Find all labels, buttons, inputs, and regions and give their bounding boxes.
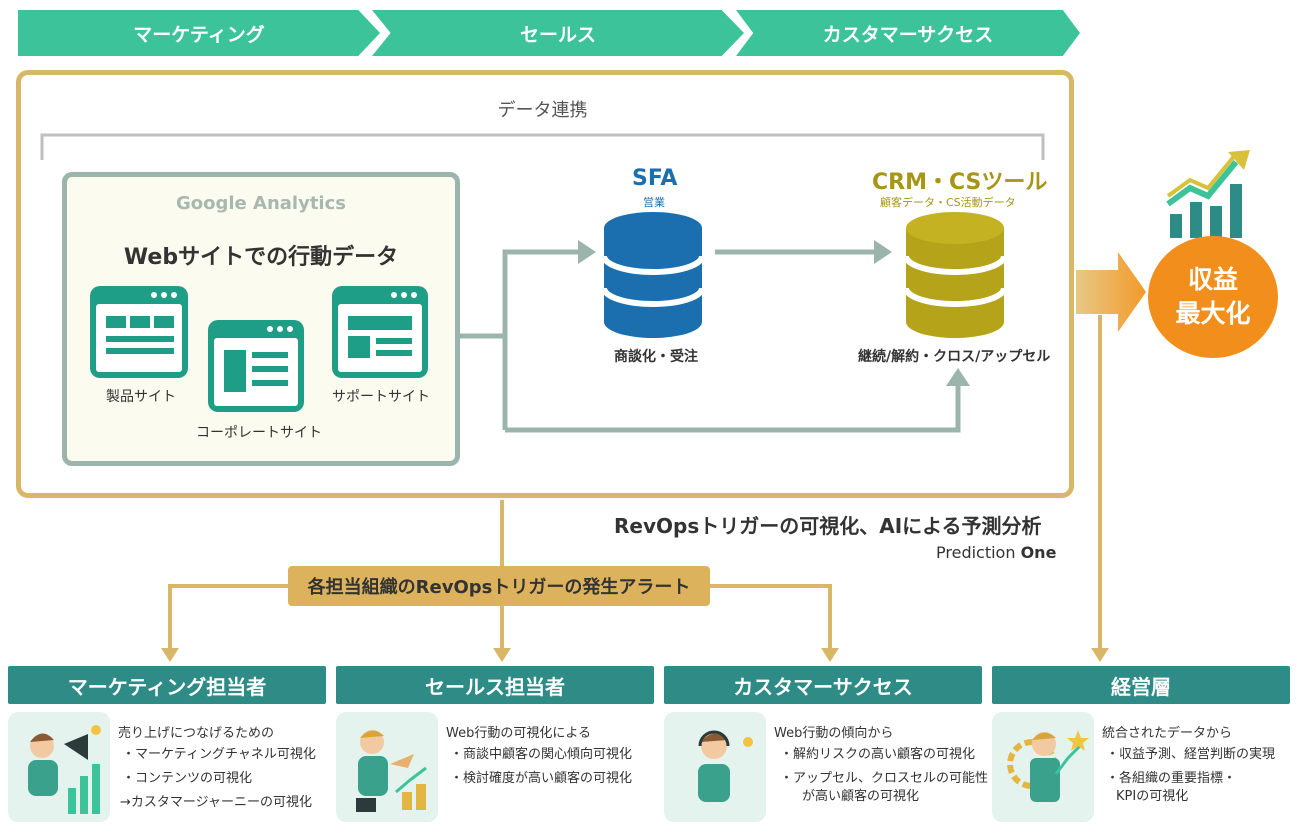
- arrow-to-crm: [505, 384, 961, 433]
- corporate-site-icon: [208, 320, 304, 412]
- list-item: ・アップセル、クロスセルの可能性: [780, 771, 989, 786]
- list-item: ・マーケティングチャネル可視化: [122, 747, 316, 762]
- site-label-corporate: コーポレートサイト: [196, 425, 322, 441]
- role-header-management: 経営層: [992, 666, 1290, 704]
- revops-title: RevOpsトリガーの可視化、AIによる予測分析: [614, 514, 1042, 538]
- role-header-sales: セールス担当者: [336, 666, 654, 704]
- growth-chart-icon: [1166, 150, 1250, 238]
- list-item: ・各組織の重要指標・: [1106, 771, 1237, 786]
- list-item: ・商談中顧客の関心傾向可視化: [450, 747, 633, 762]
- alert-text: 各担当組織のRevOpsトリガーの発生アラート: [307, 577, 691, 598]
- salesperson-illustration: [336, 712, 438, 822]
- sfa-database-icon: [604, 212, 702, 338]
- list-item: ・解約リスクの高い顧客の可視化: [780, 747, 976, 762]
- list-item: が高い顧客の可視化: [802, 789, 920, 804]
- stage-customer-success: カスタマーサクセス: [736, 10, 1080, 56]
- data-link-bracket: [40, 133, 1045, 160]
- role-header-marketing: マーケティング担当者: [8, 666, 326, 704]
- crm-caption: 顧客データ・CS活動データ: [880, 196, 1016, 209]
- prediction-one-logo: Prediction One: [936, 543, 1056, 562]
- crm-label: 継続/解約・クロス/アップセル: [858, 349, 1051, 365]
- stage-label: セールス: [519, 23, 596, 46]
- site-label-support: サポートサイト: [332, 389, 430, 405]
- role-lead-customer-success: Web行動の傾向から: [774, 726, 894, 741]
- list-item: ・コンテンツの可視化: [122, 771, 253, 786]
- brand-bold: One: [1020, 543, 1057, 562]
- stage-label: マーケティング: [133, 23, 265, 46]
- goal-line1: 収益: [1187, 265, 1238, 294]
- list-item: →カスタマージャーニーの可視化: [120, 795, 312, 810]
- revops-alert-badge: 各担当組織のRevOpsトリガーの発生アラート: [288, 566, 710, 606]
- stage-sales: セールス: [372, 10, 744, 56]
- crm-title: CRM・CSツール: [872, 170, 1048, 195]
- role-lead-sales: Web行動の可視化による: [446, 726, 591, 741]
- role-lead-management: 統合されたデータから: [1102, 726, 1233, 741]
- data-integration-frame: [16, 70, 1074, 498]
- goal-line2: 最大化: [1175, 299, 1251, 328]
- marketer-illustration: [8, 712, 110, 822]
- list-item: ・検討確度が高い顧客の可視化: [450, 771, 633, 786]
- product-site-icon: [90, 286, 188, 378]
- brand-light: Prediction: [936, 543, 1021, 562]
- sfa-title: SFA: [632, 166, 678, 191]
- role-title: セールス担当者: [425, 674, 565, 699]
- role-title: カスタマーサクセス: [733, 674, 913, 699]
- role-header-customer-success: カスタマーサクセス: [664, 666, 982, 704]
- executive-illustration: [992, 712, 1094, 822]
- role-title: マーケティング担当者: [67, 674, 267, 699]
- data-link-label: データ連携: [487, 100, 598, 121]
- customer-success-illustration: [664, 712, 766, 822]
- site-label-product: 製品サイト: [106, 389, 176, 405]
- support-site-icon: [332, 286, 428, 378]
- sfa-label: 商談化・受注: [614, 349, 698, 365]
- list-item: ・収益予測、経営判断の実現: [1106, 747, 1276, 762]
- arrow-to-sfa: [502, 249, 580, 430]
- role-title: 経営層: [1111, 674, 1171, 699]
- stage-marketing: マーケティング: [18, 10, 380, 56]
- list-item: KPIの可視化: [1116, 789, 1189, 804]
- role-lead-marketing: 売り上げにつなげるための: [118, 726, 275, 741]
- stage-label: カスタマーサクセス: [822, 23, 994, 46]
- ga-subtitle: Webサイトでの行動データ: [123, 245, 399, 270]
- sfa-caption: 営業: [643, 196, 665, 209]
- arrow-to-goal: [1076, 252, 1146, 332]
- ga-title: Google Analytics: [176, 193, 346, 214]
- revenue-maximization-circle: 収益 最大化: [1148, 236, 1278, 358]
- crm-database-icon: [906, 212, 1004, 338]
